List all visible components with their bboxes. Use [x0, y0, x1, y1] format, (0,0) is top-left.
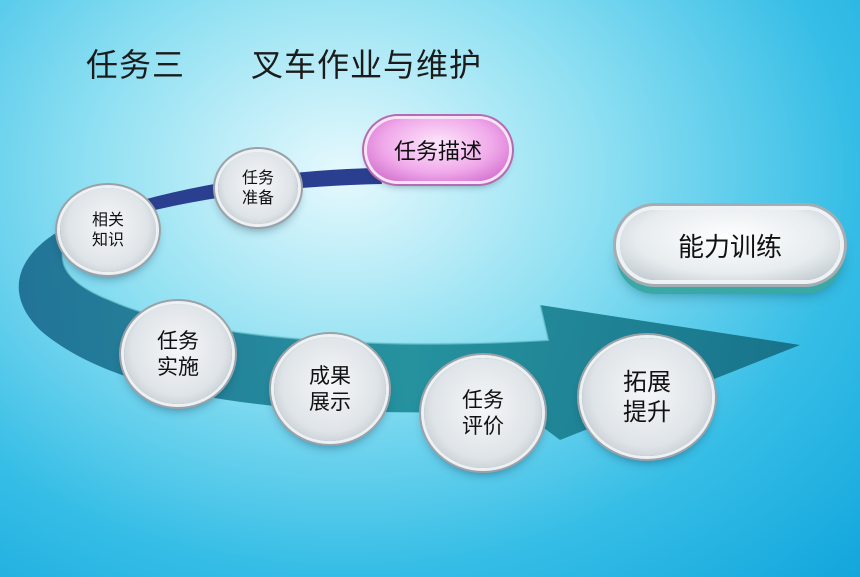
task-description-button[interactable]: 任务描述 — [367, 119, 509, 181]
page-title: 任务三 叉车作业与维护 — [86, 46, 483, 84]
ability-training-label: 能力训练 — [677, 232, 782, 263]
expand-improve-label: 拓展 提升 — [623, 368, 671, 426]
task-preparation-label: 任务 准备 — [241, 168, 274, 207]
task-description-label: 任务描述 — [393, 140, 482, 165]
related-knowledge-button[interactable]: 相关 知识 — [60, 188, 156, 272]
task-implementation-label: 任务 实施 — [157, 328, 199, 379]
expand-improve-button[interactable]: 拓展 提升 — [582, 338, 712, 456]
ability-training-button[interactable]: 能力训练 — [620, 210, 840, 280]
result-display-button[interactable]: 成果 展示 — [274, 337, 386, 441]
task-evaluation-button[interactable]: 任务 评价 — [424, 358, 542, 468]
related-knowledge-label: 相关 知识 — [91, 210, 124, 249]
task-evaluation-label: 任务 评价 — [462, 387, 504, 438]
task-implementation-button[interactable]: 任务 实施 — [124, 304, 232, 404]
task-preparation-button[interactable]: 任务 准备 — [218, 152, 298, 224]
result-display-label: 成果 展示 — [309, 363, 351, 414]
